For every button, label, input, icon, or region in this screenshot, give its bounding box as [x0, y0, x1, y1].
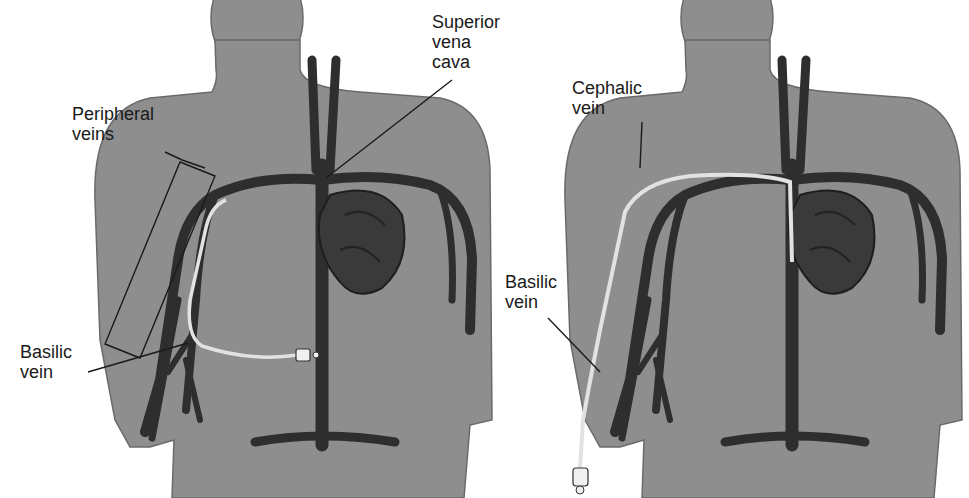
left-torso — [95, 0, 492, 498]
peripheral-bracket — [105, 162, 215, 358]
leader-line — [326, 80, 452, 178]
leader-line — [548, 318, 600, 372]
right-catheter — [573, 175, 792, 494]
left-catheter — [189, 200, 319, 361]
right-torso — [565, 0, 962, 498]
part-label: Superior vena cava — [432, 12, 508, 72]
leader-lines — [88, 80, 642, 372]
part-label: Basilic vein — [505, 272, 575, 312]
part-label: Peripheral veins — [72, 104, 172, 144]
part-label: Basilic vein — [20, 342, 90, 382]
bracket-leader — [165, 152, 205, 168]
part-label: Cephalic vein — [572, 78, 654, 118]
leader-line — [88, 343, 188, 372]
leader-line — [640, 122, 642, 168]
